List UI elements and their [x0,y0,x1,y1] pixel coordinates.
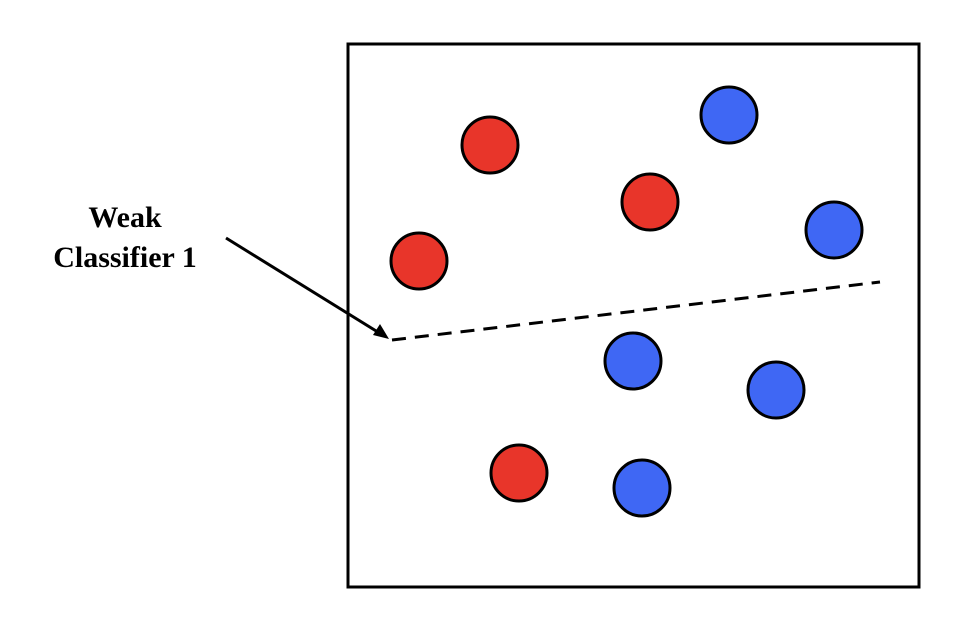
plot-frame [346,42,921,589]
data-point-red [620,172,680,232]
data-point-red [389,231,449,291]
pointer-arrow [225,236,382,336]
data-point-blue [603,331,663,391]
classifier-label-line1: Weak [88,201,162,234]
data-point-blue [746,360,806,420]
data-point-red [460,115,520,175]
arrowhead [373,324,389,339]
data-point-blue [699,85,759,145]
data-point-blue [804,200,864,260]
classifier-label: Weak Classifier 1 [30,198,220,278]
decision-boundary [391,280,881,342]
data-points [389,85,864,518]
data-point-red [489,443,549,503]
data-point-blue [612,458,672,518]
classifier-label-line2: Classifier 1 [53,241,197,274]
